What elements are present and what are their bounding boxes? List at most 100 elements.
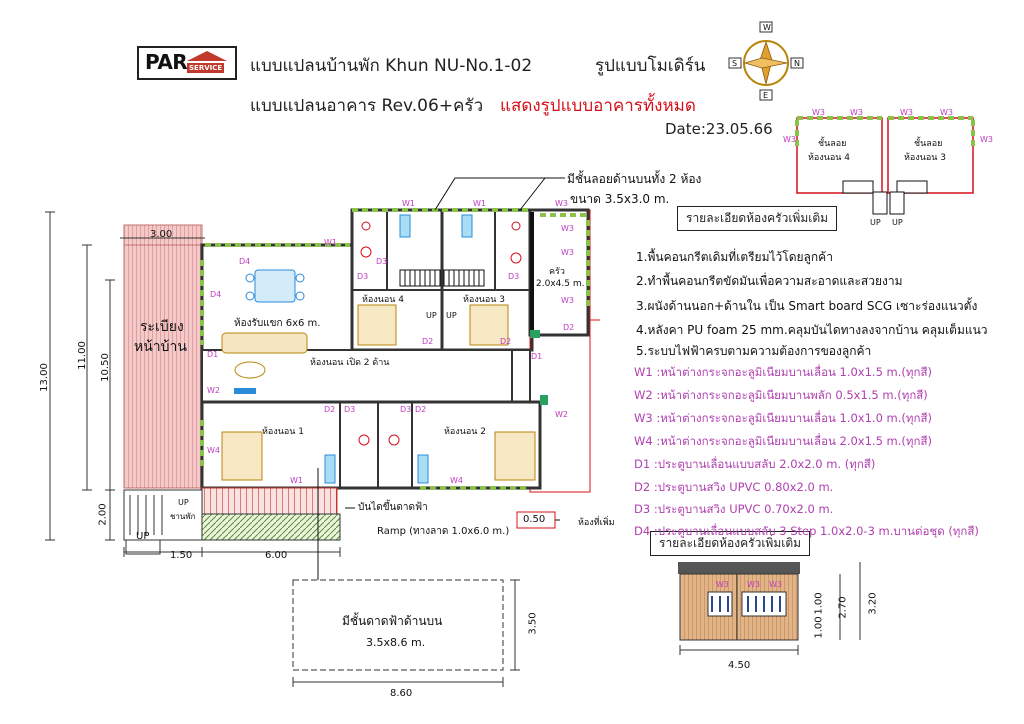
kitchen-label: ครัว [549,267,565,277]
legend-d2: D2 :ประตูบานสวิง UPVC 0.80x2.0 m. [634,480,834,494]
dim-rooftop-w: 8.60 [390,688,413,699]
tag-d3-d: D3 [344,405,356,414]
style-label: รูปแบบโมเดิร์น [595,56,706,76]
compass-s: S [732,59,738,68]
legend-w2: W2 :หน้าต่างกระจกอะลูมิเนียมบานพลัก 0.5x… [634,388,928,402]
note-4: 4.หลังคา PU foam 25 mm.คลุมบันไดทางลงจาก… [636,323,988,337]
tag-w1-bed1: W1 [290,476,303,485]
compass-icon [728,21,804,101]
plan-subtitle: แสดงรูปแบบอาคารทั้งหมด [500,96,696,116]
living-room-label: ห้องรับแขก 6x6 m. [234,318,321,329]
dim-elev-h3: 2.70 [837,596,849,619]
deck-label: ชานพัก [170,512,196,521]
loft-tag-w3-a: W3 [812,108,825,117]
dim-left-mid: 11.00 [76,341,88,370]
bottom-up-label: UP [136,531,150,542]
loft-tag-w3-e: W3 [783,135,796,144]
stairs-note: บันไดขึ้นดาดฟ้า [358,502,428,513]
dim-left-total: 13.00 [38,363,50,392]
company-logo: PAR SERVICE [137,46,237,80]
dim-left-bottom: 2.00 [97,503,109,526]
bedroom3-label: ห้องนอน 3 [463,295,506,305]
tag-w3-top: W3 [555,199,568,208]
dim-rooftop-h: 3.50 [527,612,539,635]
tag-d1-kitchen: D1 [531,352,543,361]
stair-up-a: UP [426,311,437,320]
compass-n: N [794,59,800,68]
loft-size-note: ขนาด 3.5x3.0 m. [570,192,670,206]
note-5: 5.ระบบไฟฟ้าครบตามความต้องการของลูกค้า [636,344,872,358]
bedroom2-label: ห้องนอน 2 [444,427,487,437]
legend-d3: D3 :ประตูบานสวิง UPVC 0.70x2.0 m. [634,502,834,516]
dim-left-inner: 10.50 [99,353,111,382]
elev-tag-w3-c: W3 [769,580,782,589]
tag-w3-k2: W3 [561,248,574,257]
legend-w1: W1 :หน้าต่างกระจกอะลูมิเนียมบานเลื่อน 1.… [634,365,932,379]
tag-d4-b: D4 [210,290,222,299]
plan-date: Date:23.05.66 [665,120,773,138]
tag-d4-a: D4 [239,257,251,266]
loft-room3-label-a: ชั้นลอย [914,139,943,149]
loft-plan [795,116,975,215]
dim-bottom-a: 1.50 [170,550,193,561]
hall-label: ห้องนอน เปิด 2 ด้าน [310,358,390,368]
tag-w3-k1: W3 [561,224,574,233]
legend-w3: W3 :หน้าต่างกระจกอะลูมิเนียมบานเลื่อน 1.… [634,411,932,425]
tag-d3-c: D3 [508,272,520,281]
note-3: 3.ผนังด้านนอก+ด้านใน เป็น Smart board SC… [636,299,978,313]
kitchen-size: 2.0x4.5 m. [536,279,585,289]
compass-e: E [763,91,769,100]
tag-d1: D1 [207,350,219,359]
loft-note: มีชั้นลอยด้านบนทั้ง 2 ห้อง [567,172,702,186]
porch-label-a: ระเบียง [140,319,184,335]
page-title: แบบแปลนบ้านพัก Khun NU-No.1-02 [250,56,533,76]
kitchen-elevation [678,562,861,655]
tag-w1-top-a: W1 [402,199,415,208]
bedroom4-label: ห้องนอน 4 [362,295,405,305]
detail-box-bottom: รายละเอียดห้องครัวเพิ่มเติม [650,531,811,556]
loft-up-2: UP [892,218,903,227]
porch-label-b: หน้าบ้าน [134,339,187,355]
dim-elev-h1: 1.00 [813,592,825,615]
extra-room-value: 0.50 [523,514,546,525]
tag-d2-a: D2 [422,337,434,346]
logo-subtext: SERVICE [187,63,225,73]
legend-d1: D1 :ประตูบานเลื่อนแบบสลับ 2.0x2.0 m. (ทุ… [634,457,876,471]
tag-w1-top-b: W1 [473,199,486,208]
tag-d3-e: D3 [400,405,412,414]
tag-d3-a: D3 [376,257,388,266]
loft-tag-w3-b: W3 [850,108,863,117]
logo-roof-icon [187,51,227,61]
loft-room4-label-b: ห้องนอน 4 [808,153,851,163]
tag-d2-b: D2 [500,337,512,346]
tag-w3-k3: W3 [561,296,574,305]
tag-d2-d: D2 [324,405,336,414]
tag-w4-left: W4 [207,446,220,455]
tag-d3-b: D3 [357,272,369,281]
dim-elev-w: 4.50 [728,660,751,671]
note-1: 1.พื้นคอนกรีตเดิมที่เตรียมไว้โดยลูกค้า [636,250,833,264]
loft-tag-w3-d: W3 [940,108,953,117]
dim-bottom-b: 6.00 [265,550,288,561]
legend-d4: D4 :ประตูบานเลื่อนแบบสลับ 3 Step 1.0x2.0… [634,524,979,538]
tag-d2-e: D2 [415,405,427,414]
loft-room4-label-a: ชั้นลอย [818,139,847,149]
legend-w4: W4 :หน้าต่างกระจกอะลูมิเนียมบานเลื่อน 2.… [634,434,932,448]
rooftop-size: 3.5x8.6 m. [366,636,426,649]
extra-room-note: ห้องที่เพิ่ม [578,518,615,528]
note-2: 2.ทำพื้นคอนกรีตขัดมันเพื่อความสะอาดและสว… [636,274,903,288]
loft-room3-label-b: ห้องนอน 3 [904,153,947,163]
loft-tag-w3-c: W3 [900,108,913,117]
dim-elev-h4: 3.20 [867,592,879,615]
detail-box-top: รายละเอียดห้องครัวเพิ่มเติม [677,206,838,231]
loft-up-1: UP [870,218,881,227]
tag-d2-c: D2 [563,323,575,332]
ramp-note: Ramp (ทางลาด 1.0x6.0 m.) [377,526,510,537]
tag-w2-left: W2 [207,386,220,395]
rooftop-title: มีชั้นดาดฟ้าด้านบน [342,614,443,628]
logo-text: PAR [145,50,188,74]
tag-w4-bottom: W4 [450,476,463,485]
bedroom1-label: ห้องนอน 1 [262,427,305,437]
elev-tag-w3-a: W3 [716,580,729,589]
